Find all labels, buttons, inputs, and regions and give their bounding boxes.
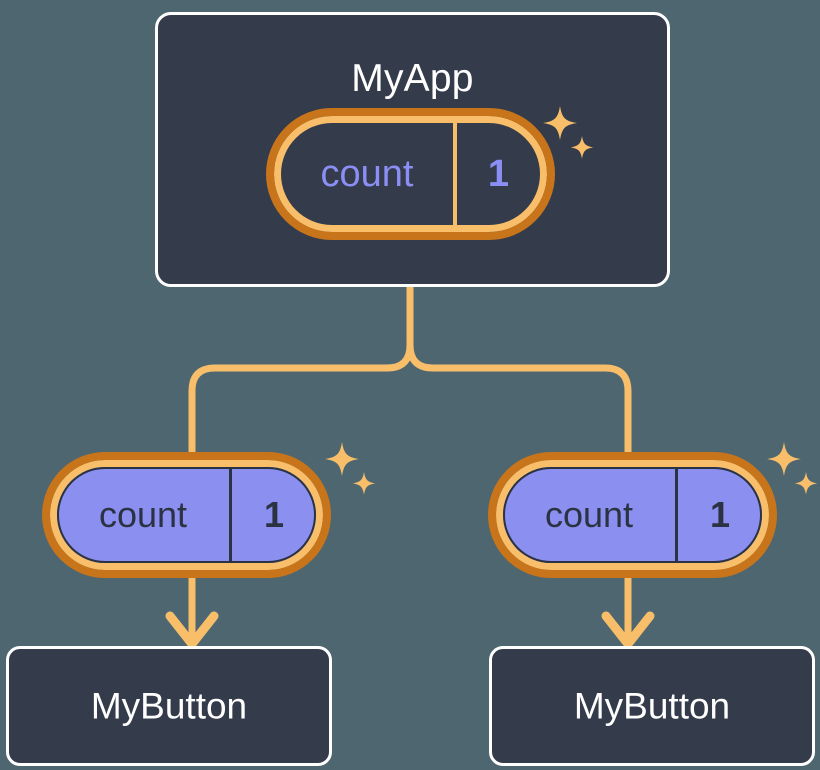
signal-name: count	[281, 123, 457, 225]
signal-value: 1	[487, 153, 510, 195]
component-title-mybutton: MyButton	[90, 685, 248, 727]
component-title-myapp: MyApp	[351, 57, 474, 100]
component-box-mybutton-right[interactable]: MyButton	[489, 646, 815, 766]
branch-connector-icon-left	[188, 341, 414, 456]
sparkle-small-icon	[352, 472, 376, 495]
component-title-mybutton: MyButton	[573, 685, 731, 727]
signal-pill-inner: count 1	[57, 467, 316, 563]
component-box-mybutton-left[interactable]: MyButton	[6, 646, 332, 766]
signal-pill-inner: count 1	[281, 123, 540, 225]
signal-name: count	[503, 467, 678, 563]
sparkle-large-icon	[767, 442, 801, 476]
sparkle-small-icon	[794, 472, 818, 495]
signal-value: 1	[263, 494, 285, 535]
signal-name: count	[57, 467, 232, 563]
signal-value: 1	[709, 494, 731, 535]
signal-pill-right[interactable]: count 1	[488, 452, 777, 578]
arrow-down-icon-right-head	[601, 611, 655, 649]
signal-pill-myapp[interactable]: count 1	[266, 108, 555, 240]
sparkle-large-icon	[325, 442, 359, 476]
arrow-down-icon-left-head	[165, 611, 219, 649]
branch-connector-icon-right	[406, 341, 632, 456]
signal-pill-inner: count 1	[503, 467, 762, 563]
signal-pill-left[interactable]: count 1	[42, 452, 331, 578]
